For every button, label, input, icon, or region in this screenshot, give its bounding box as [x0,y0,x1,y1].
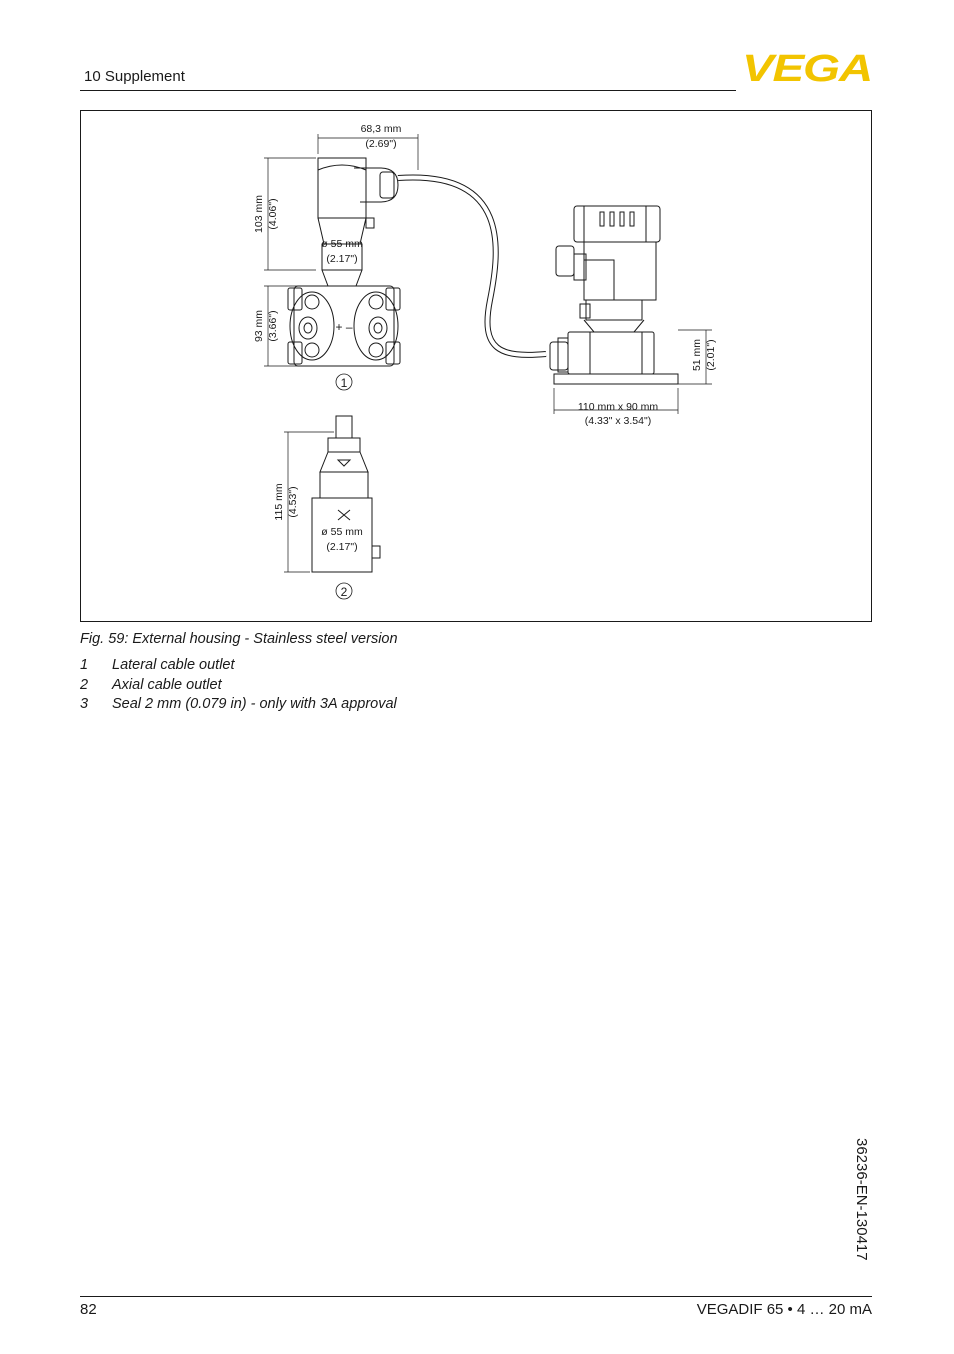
figure-frame [80,110,872,622]
version1-marker: 1 [335,373,353,391]
dim-dia-55b-in: (2.17") [326,541,357,553]
dim-height-103-in: (4.06") [267,198,279,229]
dim-height-93-in: (3.66") [267,310,279,341]
document-code: 36236-EN-130417 [853,1138,870,1261]
legend-item: 3 Seal 2 mm (0.079 in) - only with 3A ap… [80,696,397,716]
section-title: 10 Supplement [84,68,185,85]
legend-number: 2 [80,676,89,693]
dim-width-683-mm: 68,3 mm [361,123,402,135]
vega-logo: VEGA [742,50,873,86]
dim-base-in: (4.33" x 3.54") [585,415,651,427]
legend-text: Seal 2 mm (0.079 in) - only with 3A appr… [112,696,397,712]
dim-width-683-in: (2.69") [365,138,396,150]
dim-dia-55b-mm: ø 55 mm [321,526,363,538]
page-number: 82 [80,1301,97,1318]
figure-caption: Fig. 59: External housing - Stainless st… [80,631,398,647]
technical-drawing: 1 2 68,3 mm (2.69") 103 mm (4.06") ø 55 … [253,123,717,600]
external-housing [549,205,679,385]
version2-sensor-housing [311,415,381,573]
version1-sensor-housing [317,157,399,287]
footer-rule [80,1296,872,1297]
vega-logo-text: VEGA [742,50,872,86]
version1-number: 1 [341,376,348,390]
document-title: VEGADIF 65 • 4 … 20 mA [696,1301,872,1318]
version2-number: 2 [341,585,348,599]
legend-item: 1 Lateral cable outlet [80,657,397,677]
header-rule [80,90,736,91]
legend-text: Axial cable outlet [112,676,222,693]
version1-flanges [287,285,401,367]
dim-height-93-mm: 93 mm [253,310,265,342]
legend-text: Lateral cable outlet [112,657,235,673]
plus-minus-marking: + – [335,320,352,334]
dim-height-51-in: (2.01") [705,339,717,370]
version2-marker: 2 [335,582,353,600]
legend-number: 3 [80,696,89,712]
version1-dimension-lines [264,134,712,414]
dim-dia-55-in: (2.17") [326,253,357,265]
figure-legend: 1 Lateral cable outlet 2 Axial cable out… [80,657,397,716]
version2-dimension-lines [284,431,334,573]
dim-height-51-mm: 51 mm [691,339,703,371]
legend-number: 1 [80,657,89,673]
dim-height-115-in: (4.53") [287,486,299,517]
dim-dia-55-mm: ø 55 mm [321,238,363,250]
dim-base-mm: 110 mm x 90 mm [578,401,659,413]
dim-height-115-mm: 115 mm [273,483,285,520]
legend-item: 2 Axial cable outlet [80,677,397,697]
dim-height-103-mm: 103 mm [253,195,265,233]
connection-cable [397,174,547,358]
